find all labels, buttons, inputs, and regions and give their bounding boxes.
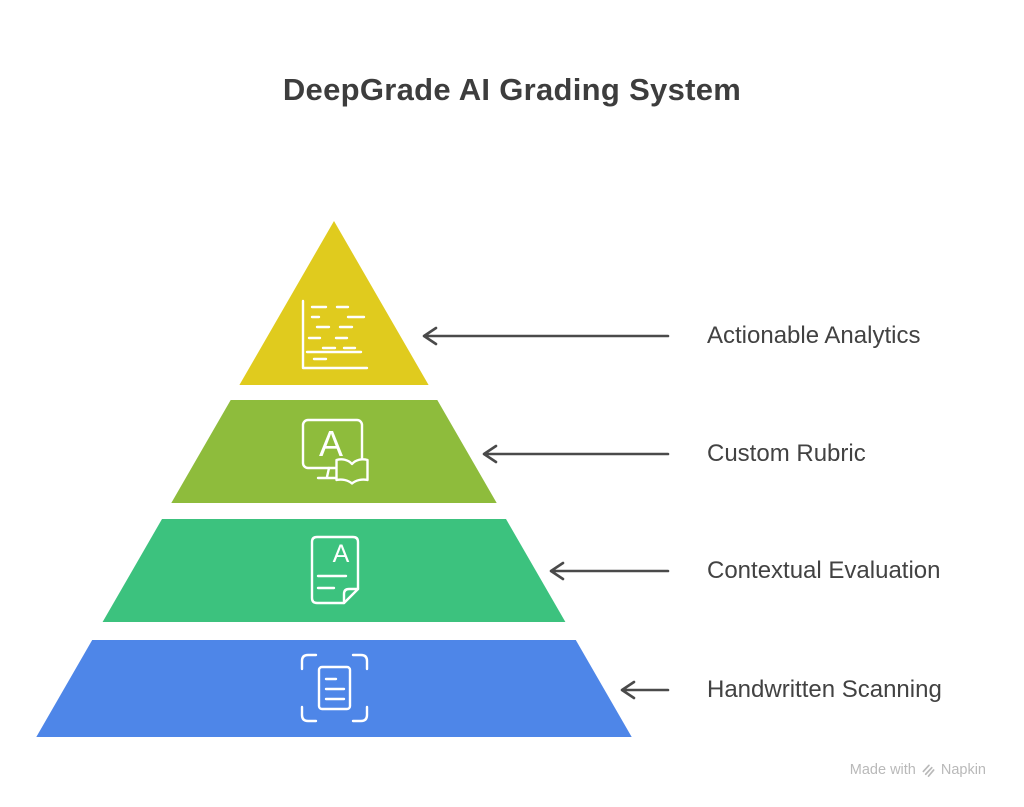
arrow-actionable-analytics xyxy=(422,326,670,346)
napkin-logo-icon xyxy=(922,764,935,777)
pyramid-level-custom-rubric xyxy=(171,400,497,503)
label-handwritten-scanning: Handwritten Scanning xyxy=(707,676,942,703)
pyramid-level-actionable-analytics xyxy=(239,221,429,385)
open-book-glyph xyxy=(335,458,369,485)
arrow-custom-rubric xyxy=(482,444,670,464)
label-contextual-evaluation: Contextual Evaluation xyxy=(707,557,941,584)
document-scan-icon xyxy=(300,653,369,723)
graded-document-icon: A xyxy=(310,535,360,605)
pyramid-level-contextual-evaluation xyxy=(102,519,566,622)
page-title: DeepGrade AI Grading System xyxy=(282,72,742,107)
label-custom-rubric: Custom Rubric xyxy=(707,440,866,467)
watermark-brand: Napkin xyxy=(940,762,986,778)
analytics-chart-icon xyxy=(301,299,369,370)
evaluation-letter: A xyxy=(333,540,350,568)
watermark-prefix: Made with xyxy=(849,762,916,778)
connector-arrows xyxy=(422,326,670,700)
arrow-contextual-evaluation xyxy=(549,561,670,581)
watermark: Made with Napkin xyxy=(850,762,986,778)
rubric-letter: A xyxy=(319,423,343,464)
monitor-with-book-icon: A xyxy=(301,418,369,485)
label-actionable-analytics: Actionable Analytics xyxy=(707,322,921,349)
arrow-handwritten-scanning xyxy=(620,680,670,700)
